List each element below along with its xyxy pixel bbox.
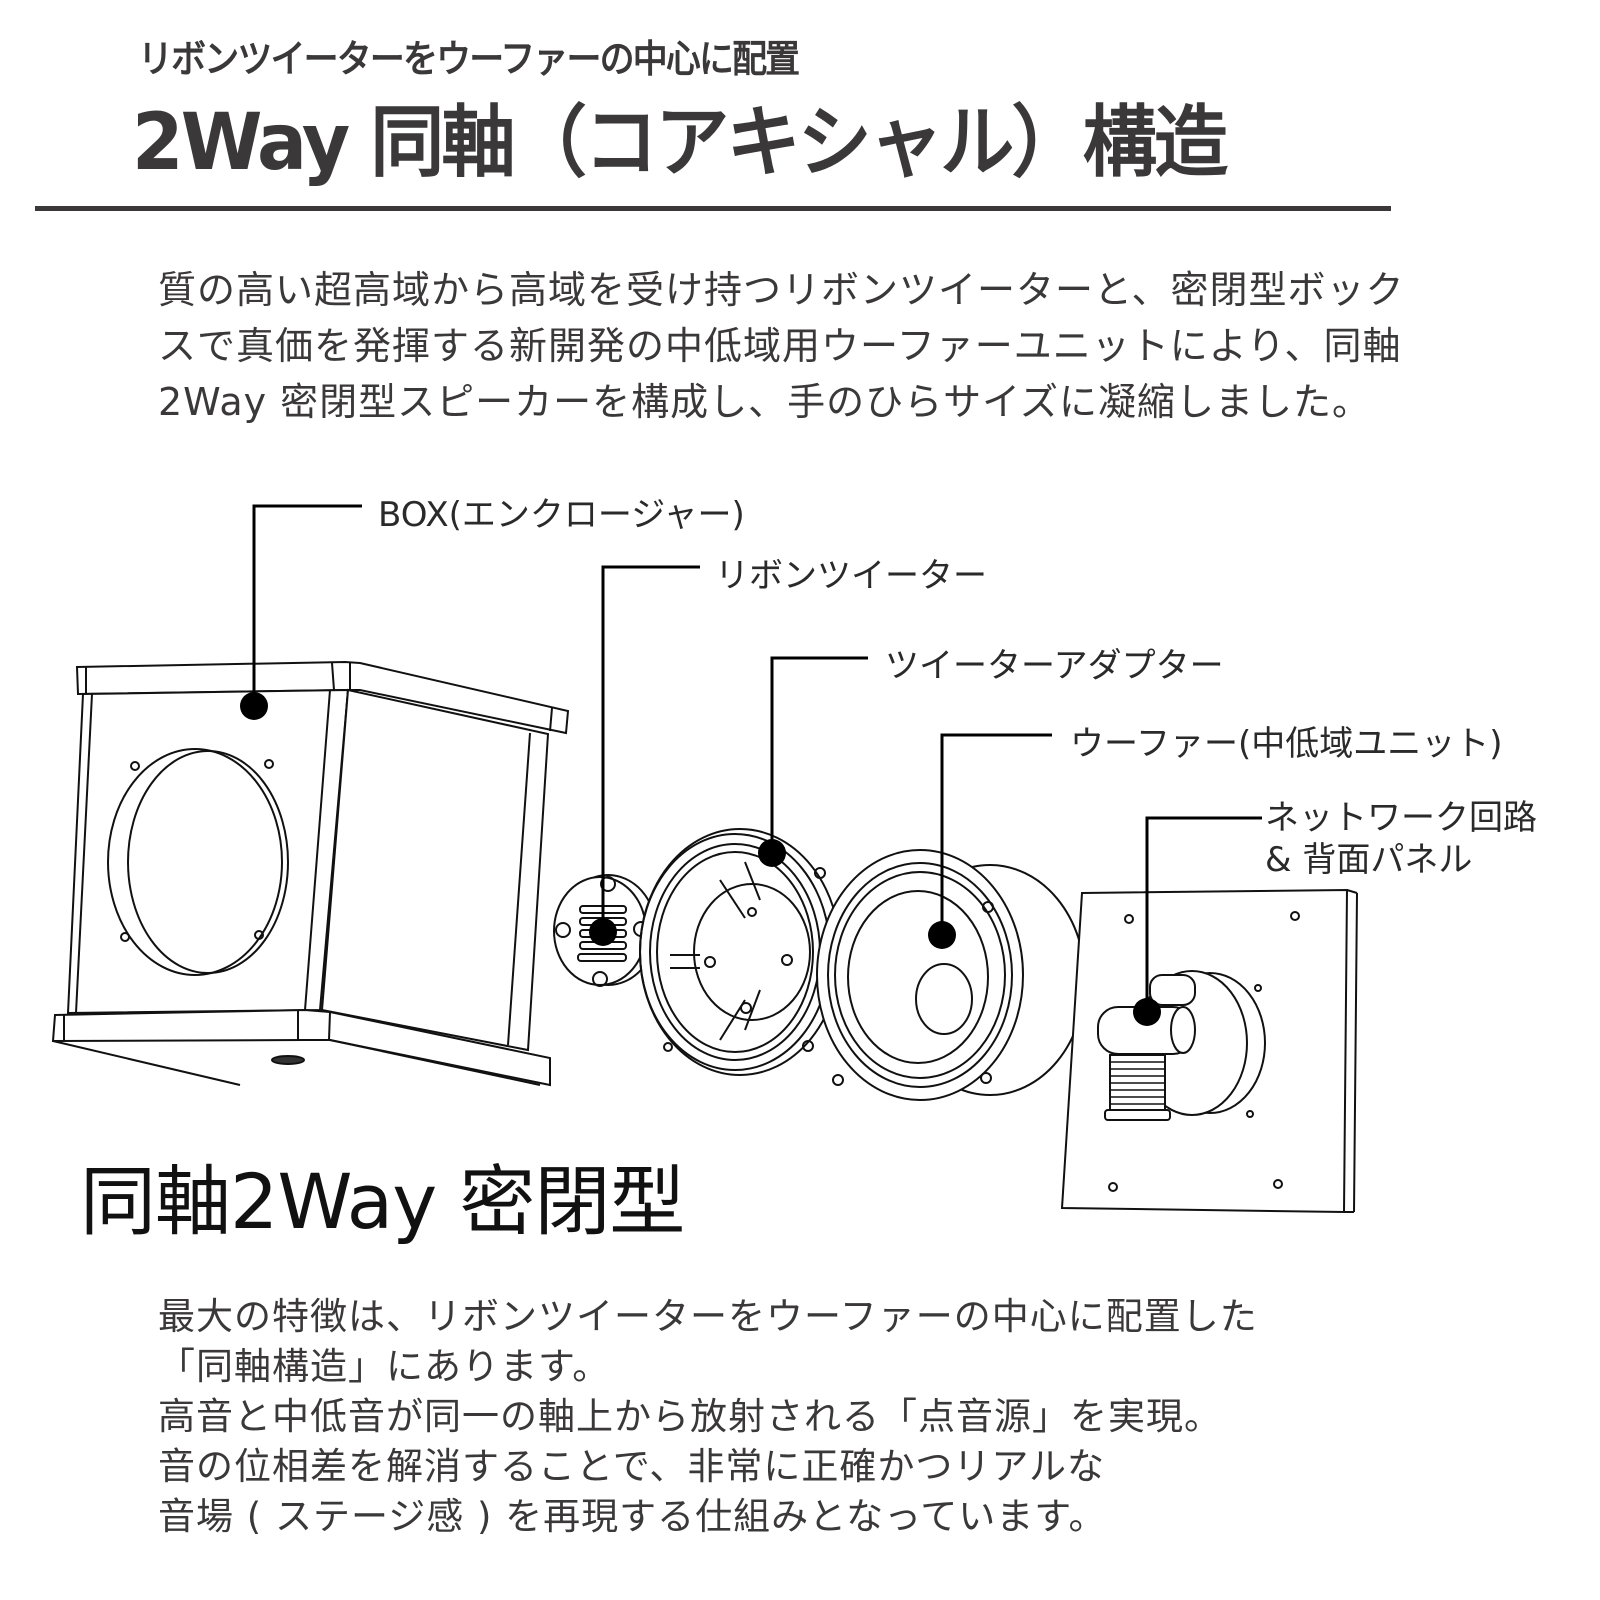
intro-line: 質の高い超高域から高域を受け持つリボンツイーターと、密閉型ボック <box>158 268 1405 312</box>
intro-paragraph: 質の高い超高域から高域を受け持つリボンツイーターと、密閉型ボック スで真価を発揮… <box>158 262 1404 430</box>
feature-paragraph: 最大の特徴は、リボンツイーターをウーファーの中心に配置した 「同軸構造」にありま… <box>158 1292 1258 1542</box>
label-tweeter-adapter: ツイーターアダプター <box>885 646 1224 686</box>
intro-line: スで真価を発揮する新開発の中低域用ウーファーユニットにより、同軸 <box>158 324 1402 368</box>
header-divider <box>35 206 1391 211</box>
diagram-caption: 同軸2Way 密閉型 <box>80 1157 685 1246</box>
label-ribbon-tweeter: リボンツイーター <box>715 556 987 596</box>
label-network-back-panel: ネットワーク回路 & 背面パネル <box>1265 797 1537 881</box>
callout-dots <box>240 692 1161 1026</box>
label-network-line1: ネットワーク回路 <box>1265 798 1537 838</box>
back-panel-drawing <box>1060 888 1358 1214</box>
label-network-line2: & 背面パネル <box>1265 840 1473 880</box>
box-enclosure-drawing <box>51 660 570 1087</box>
woofer-drawing <box>816 849 1086 1101</box>
page-title: 2Way 同軸（コアキシャル）構造 <box>132 98 1228 188</box>
subtitle: リボンツイーターをウーファーの中心に配置 <box>138 37 800 81</box>
label-box-enclosure: BOX(エンクロージャー) <box>378 495 745 535</box>
feature-line: 高音と中低音が同一の軸上から放射される「点音源」を実現。 <box>158 1395 1222 1438</box>
feature-line: 音場 ( ステージ感 ) を再現する仕組みとなっています。 <box>158 1495 1107 1538</box>
leader-lines <box>252 504 1262 1012</box>
feature-line: 音の位相差を解消することで、非常に正確かつリアルな <box>158 1445 1106 1488</box>
label-woofer: ウーファー(中低域ユニット) <box>1070 724 1503 764</box>
intro-line: 2Way 密閉型スピーカーを構成し、手のひらサイズに凝縮しました。 <box>158 380 1372 424</box>
tweeter-adapter-drawing <box>639 828 841 1076</box>
feature-line: 「同軸構造」にあります。 <box>158 1345 611 1388</box>
feature-line: 最大の特徴は、リボンツイーターをウーファーの中心に配置した <box>158 1295 1258 1338</box>
